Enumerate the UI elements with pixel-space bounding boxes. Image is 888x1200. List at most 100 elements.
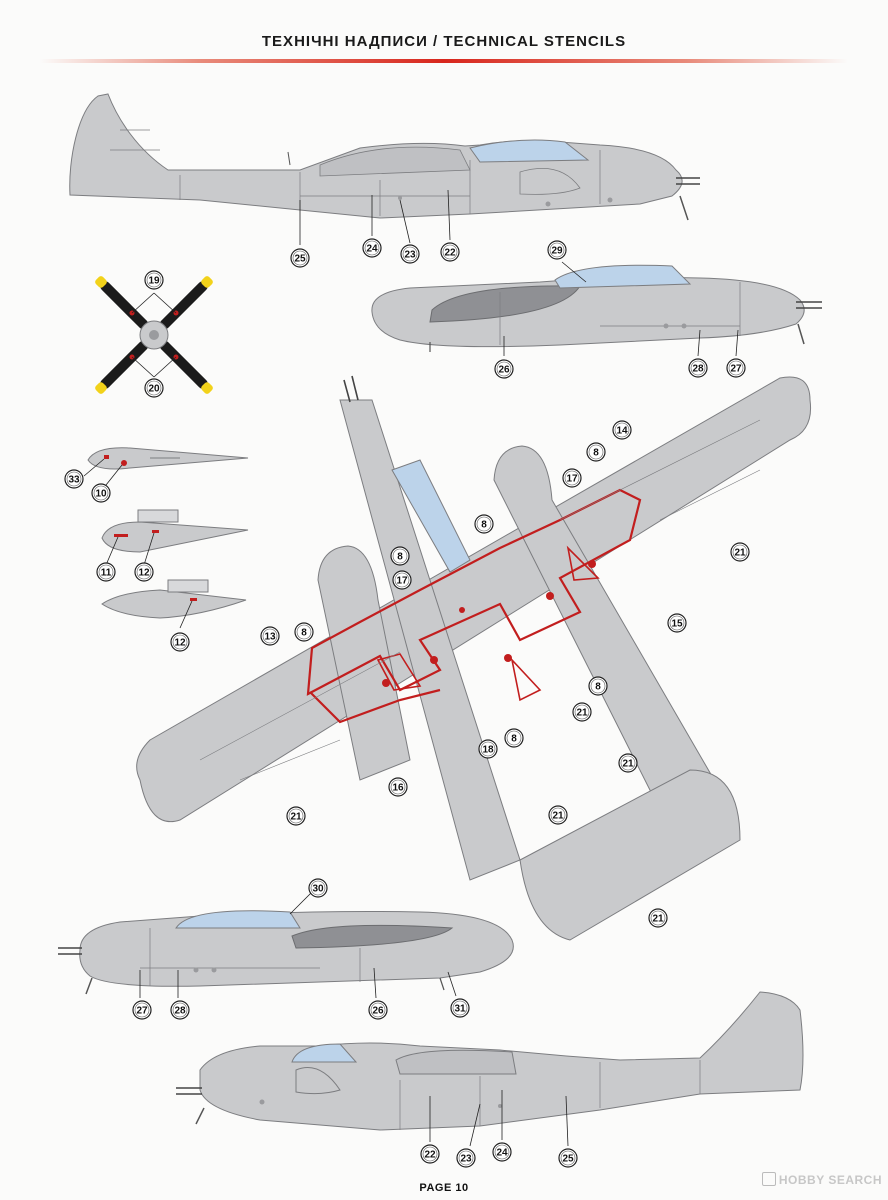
callout-13: 13 [260, 626, 280, 646]
callout-27: 27 [726, 358, 746, 378]
callout-number: 17 [566, 474, 578, 485]
callout-number: 27 [730, 364, 742, 375]
callout-number: 8 [301, 628, 307, 639]
callout-number: 18 [482, 745, 494, 756]
callout-number: 26 [498, 365, 510, 376]
callout-number: 27 [136, 1006, 148, 1017]
callout-number: 30 [312, 884, 324, 895]
callout-number: 19 [148, 276, 160, 287]
callout-number: 21 [290, 812, 302, 823]
nacelle-view-left [58, 887, 514, 999]
callout-8: 8 [390, 546, 410, 566]
drop-tank-view-3 [101, 579, 247, 629]
callout-number: 8 [593, 448, 599, 459]
callout-number: 10 [95, 489, 107, 500]
callout-number: 8 [511, 734, 517, 745]
page-number: PAGE 10 [419, 1182, 469, 1194]
callout-number: 24 [496, 1148, 508, 1159]
callout-21: 21 [548, 805, 568, 825]
callout-number: 24 [366, 244, 378, 255]
callout-12: 12 [134, 562, 154, 582]
nacelle-view-right [371, 261, 822, 357]
callout-25: 25 [290, 248, 310, 268]
callout-number: 16 [392, 783, 404, 794]
page-title: ТЕХНІЧНІ НАДПИСИ / TECHNICAL STENCILS [261, 33, 627, 50]
callout-19: 19 [144, 270, 164, 290]
drop-tank-view-1 [83, 447, 249, 491]
callout-18: 18 [478, 739, 498, 759]
callout-8: 8 [504, 728, 524, 748]
callout-number: 21 [552, 811, 564, 822]
callout-23: 23 [456, 1148, 476, 1168]
callout-12: 12 [170, 632, 190, 652]
callout-8: 8 [294, 622, 314, 642]
callout-21: 21 [572, 702, 592, 722]
callout-number: 25 [562, 1154, 574, 1165]
callout-21: 21 [618, 753, 638, 773]
callout-number: 14 [616, 426, 628, 437]
callout-24: 24 [492, 1142, 512, 1162]
watermark-logo-icon [761, 1172, 776, 1186]
callout-number: 20 [148, 384, 160, 395]
side-view-upper [69, 93, 700, 245]
callout-number: 8 [481, 520, 487, 531]
callout-number: 26 [372, 1006, 384, 1017]
callout-14: 14 [612, 420, 632, 440]
callout-number: 25 [294, 254, 306, 265]
callout-8: 8 [586, 442, 606, 462]
watermark: HOBBY SEARCH [761, 1172, 882, 1187]
callout-26: 26 [368, 1000, 388, 1020]
side-view-lower [176, 991, 804, 1147]
callout-number: 21 [622, 759, 634, 770]
callout-number: 33 [68, 475, 80, 486]
callout-29: 29 [547, 240, 567, 260]
callout-number: 28 [174, 1006, 186, 1017]
callout-16: 16 [388, 777, 408, 797]
callout-15: 15 [667, 613, 687, 633]
callout-21: 21 [730, 542, 750, 562]
callout-27: 27 [132, 1000, 152, 1020]
callout-26: 26 [494, 359, 514, 379]
callout-10: 10 [91, 483, 111, 503]
callout-number: 28 [692, 364, 704, 375]
callout-21: 21 [286, 806, 306, 826]
callout-23: 23 [400, 244, 420, 264]
callout-20: 20 [144, 378, 164, 398]
callout-number: 22 [444, 248, 456, 259]
callout-number: 21 [652, 914, 664, 925]
callout-31: 31 [450, 998, 470, 1018]
propeller-illustration [95, 276, 213, 394]
watermark-text: HOBBY SEARCH [778, 1173, 882, 1187]
callout-28: 28 [170, 1000, 190, 1020]
callout-number: 23 [460, 1154, 472, 1165]
callout-24: 24 [362, 238, 382, 258]
callout-number: 21 [734, 548, 746, 559]
callout-33: 33 [64, 469, 84, 489]
callout-number: 15 [671, 619, 683, 630]
callout-8: 8 [474, 514, 494, 534]
callout-22: 22 [440, 242, 460, 262]
drop-tank-view-2 [101, 509, 249, 566]
callout-8: 8 [588, 676, 608, 696]
callout-21: 21 [648, 908, 668, 928]
callout-22: 22 [420, 1144, 440, 1164]
callout-number: 17 [396, 576, 408, 587]
callout-number: 21 [576, 708, 588, 719]
callout-30: 30 [308, 878, 328, 898]
callout-number: 11 [101, 568, 112, 579]
callout-number: 31 [454, 1004, 466, 1015]
callout-number: 13 [264, 632, 276, 643]
callout-17: 17 [392, 570, 412, 590]
callout-25: 25 [558, 1148, 578, 1168]
callout-11: 11 [96, 562, 116, 582]
callout-number: 8 [397, 552, 403, 563]
callout-number: 8 [595, 682, 601, 693]
planform-view [136, 375, 812, 941]
callout-17: 17 [562, 468, 582, 488]
header-underline [40, 59, 848, 63]
callout-number: 23 [404, 250, 416, 261]
callout-28: 28 [688, 358, 708, 378]
callout-number: 22 [424, 1150, 436, 1161]
callout-number: 29 [551, 246, 563, 257]
